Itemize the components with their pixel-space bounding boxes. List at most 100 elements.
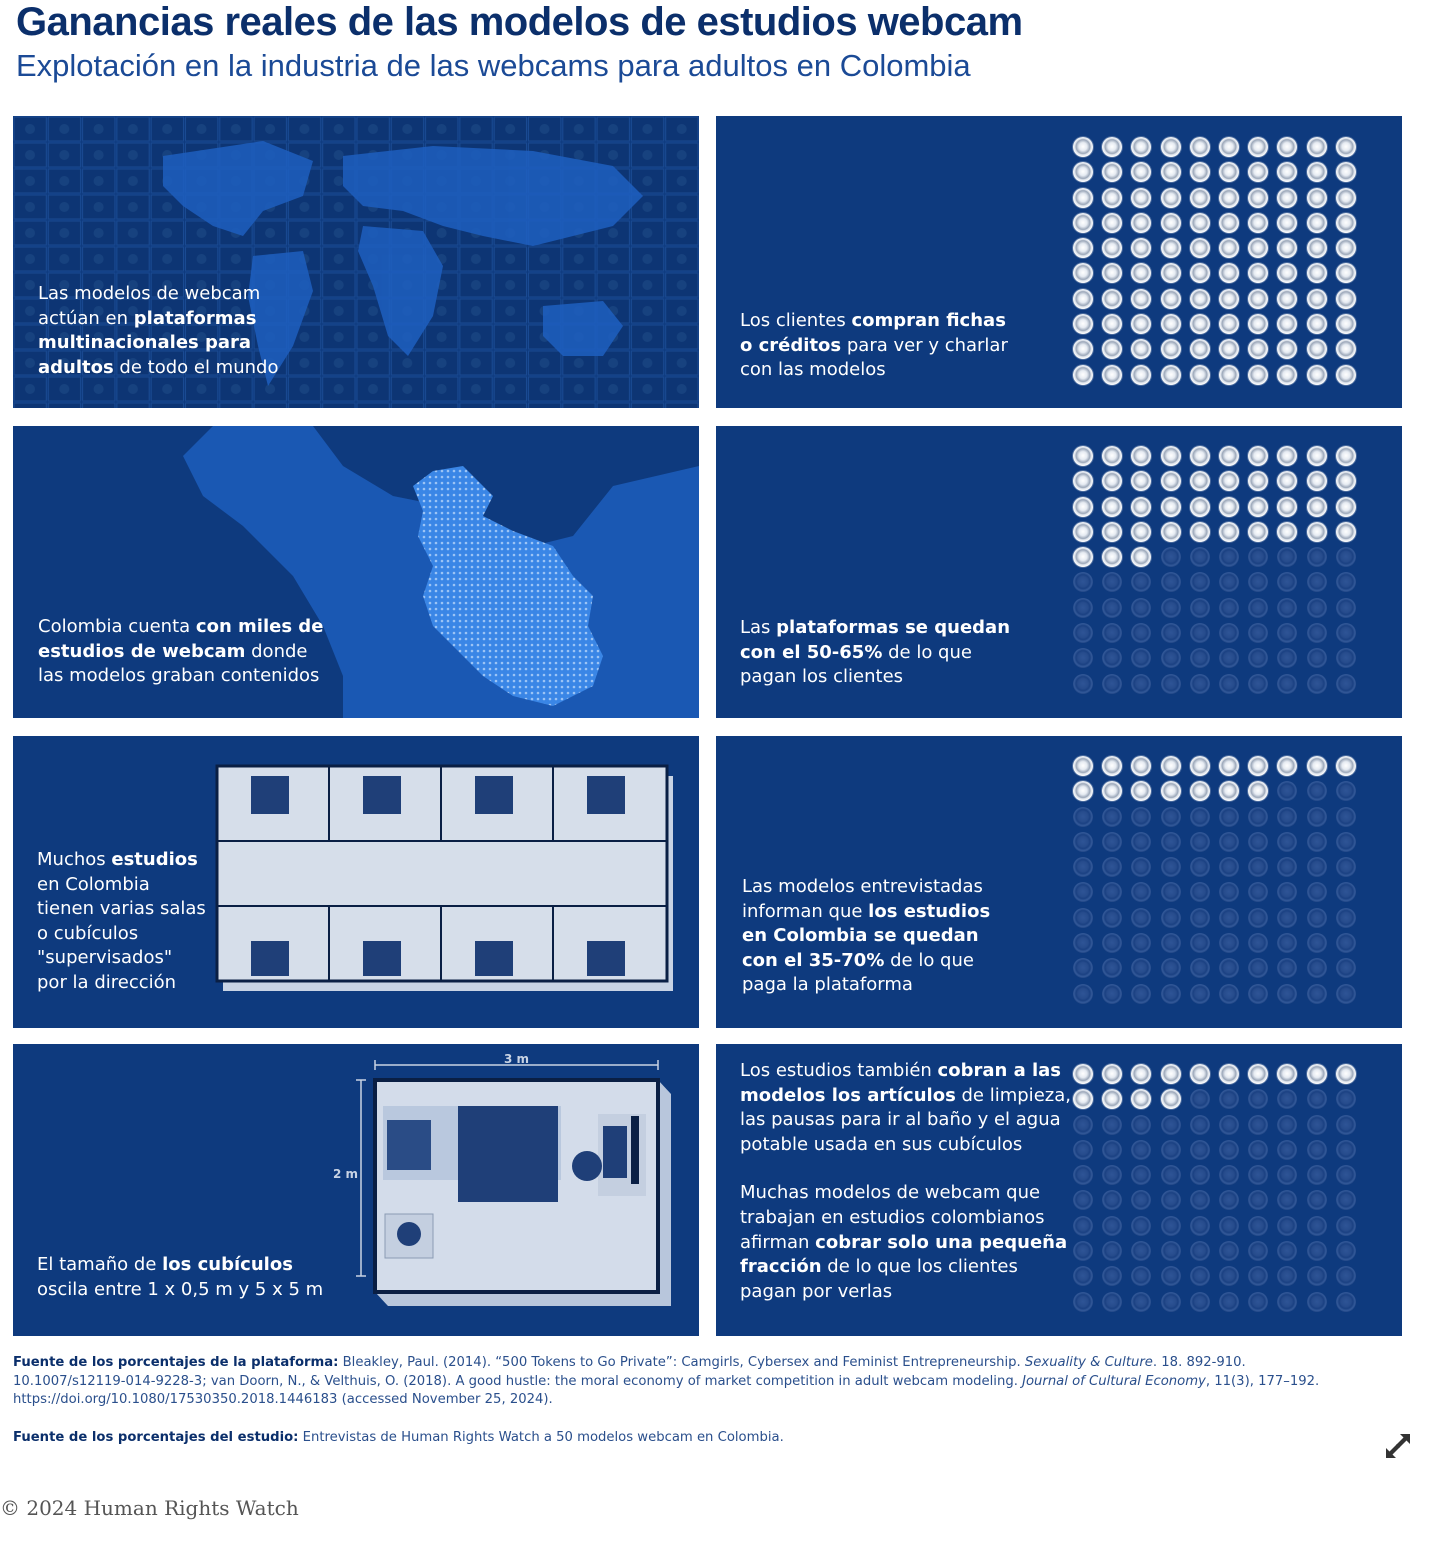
token-empty — [1335, 1114, 1356, 1135]
token-empty — [1160, 983, 1181, 1004]
token-filled — [1189, 263, 1210, 284]
token-filled — [1335, 137, 1356, 157]
token-filled — [1306, 238, 1327, 259]
token-filled — [1277, 1064, 1298, 1084]
token-empty — [1160, 673, 1181, 694]
token-empty — [1218, 1190, 1239, 1211]
token-empty — [1277, 907, 1298, 928]
token-empty — [1248, 958, 1269, 979]
token-filled — [1102, 471, 1123, 492]
token-empty — [1189, 597, 1210, 618]
token-empty — [1102, 831, 1123, 852]
token-empty — [1335, 958, 1356, 979]
token-filled — [1335, 314, 1356, 335]
token-filled — [1131, 521, 1152, 542]
token-filled — [1102, 339, 1123, 360]
token-empty — [1335, 1266, 1356, 1287]
token-filled — [1160, 187, 1181, 208]
token-empty — [1335, 1089, 1356, 1110]
panel-text: El tamaño de los cubículos oscila entre … — [37, 1254, 324, 1300]
token-filled — [1335, 162, 1356, 183]
token-filled — [1131, 137, 1152, 157]
token-empty — [1131, 857, 1152, 878]
token-empty — [1306, 857, 1327, 878]
token-filled — [1102, 496, 1123, 517]
token-filled — [1131, 1064, 1152, 1084]
token-empty — [1102, 857, 1123, 878]
token-empty — [1189, 648, 1210, 669]
token-filled — [1131, 496, 1152, 517]
token-empty — [1073, 831, 1093, 852]
token-filled — [1189, 781, 1210, 802]
token-filled — [1248, 339, 1269, 360]
token-empty — [1277, 673, 1298, 694]
token-empty — [1335, 831, 1356, 852]
token-empty — [1306, 1114, 1327, 1135]
token-filled — [1277, 339, 1298, 360]
token-filled — [1277, 496, 1298, 517]
token-filled — [1335, 263, 1356, 284]
token-filled — [1248, 446, 1269, 466]
token-empty — [1218, 1139, 1239, 1160]
token-filled — [1335, 238, 1356, 259]
token-empty — [1160, 572, 1181, 593]
token-empty — [1189, 1241, 1210, 1262]
token-empty — [1335, 1139, 1356, 1160]
expand-icon[interactable] — [1382, 1430, 1414, 1462]
token-filled — [1131, 756, 1152, 776]
token-empty — [1248, 1190, 1269, 1211]
token-filled — [1073, 1064, 1093, 1084]
token-filled — [1160, 496, 1181, 517]
token-empty — [1306, 547, 1327, 568]
token-filled — [1160, 1089, 1181, 1110]
token-filled — [1277, 263, 1298, 284]
token-empty — [1306, 648, 1327, 669]
token-empty — [1131, 1215, 1152, 1236]
token-empty — [1248, 882, 1269, 903]
token-empty — [1218, 1291, 1239, 1312]
token-empty — [1073, 1241, 1093, 1262]
token-empty — [1306, 1291, 1327, 1312]
token-empty — [1218, 1215, 1239, 1236]
token-empty — [1189, 907, 1210, 928]
token-filled — [1073, 547, 1093, 568]
token-empty — [1131, 933, 1152, 954]
token-filled — [1218, 471, 1239, 492]
token-empty — [1248, 1114, 1269, 1135]
token-filled — [1306, 212, 1327, 233]
token-filled — [1248, 263, 1269, 284]
token-empty — [1073, 1215, 1093, 1236]
token-filled — [1102, 1064, 1123, 1084]
token-empty — [1102, 1266, 1123, 1287]
token-filled — [1131, 781, 1152, 802]
token-empty — [1189, 1139, 1210, 1160]
token-empty — [1306, 1215, 1327, 1236]
token-empty — [1218, 547, 1239, 568]
token-filled — [1189, 162, 1210, 183]
token-filled — [1306, 496, 1327, 517]
token-filled — [1189, 756, 1210, 776]
token-empty — [1277, 1139, 1298, 1160]
token-empty — [1073, 933, 1093, 954]
token-empty — [1131, 1241, 1152, 1262]
token-empty — [1073, 1266, 1093, 1287]
token-filled — [1160, 238, 1181, 259]
token-empty — [1102, 1215, 1123, 1236]
token-empty — [1131, 983, 1152, 1004]
token-filled — [1189, 314, 1210, 335]
token-empty — [1248, 983, 1269, 1004]
token-empty — [1102, 1114, 1123, 1135]
token-empty — [1306, 572, 1327, 593]
token-filled — [1102, 756, 1123, 776]
token-empty — [1218, 1114, 1239, 1135]
token-filled — [1131, 288, 1152, 309]
token-empty — [1102, 983, 1123, 1004]
token-empty — [1160, 933, 1181, 954]
token-filled — [1335, 1064, 1356, 1084]
token-filled — [1073, 263, 1093, 284]
token-filled — [1102, 781, 1123, 802]
token-empty — [1131, 1190, 1152, 1211]
panel-studio-rooms: Muchos estudios en Colombia tienen varia… — [13, 736, 699, 1028]
token-filled — [1218, 162, 1239, 183]
token-filled — [1160, 339, 1181, 360]
